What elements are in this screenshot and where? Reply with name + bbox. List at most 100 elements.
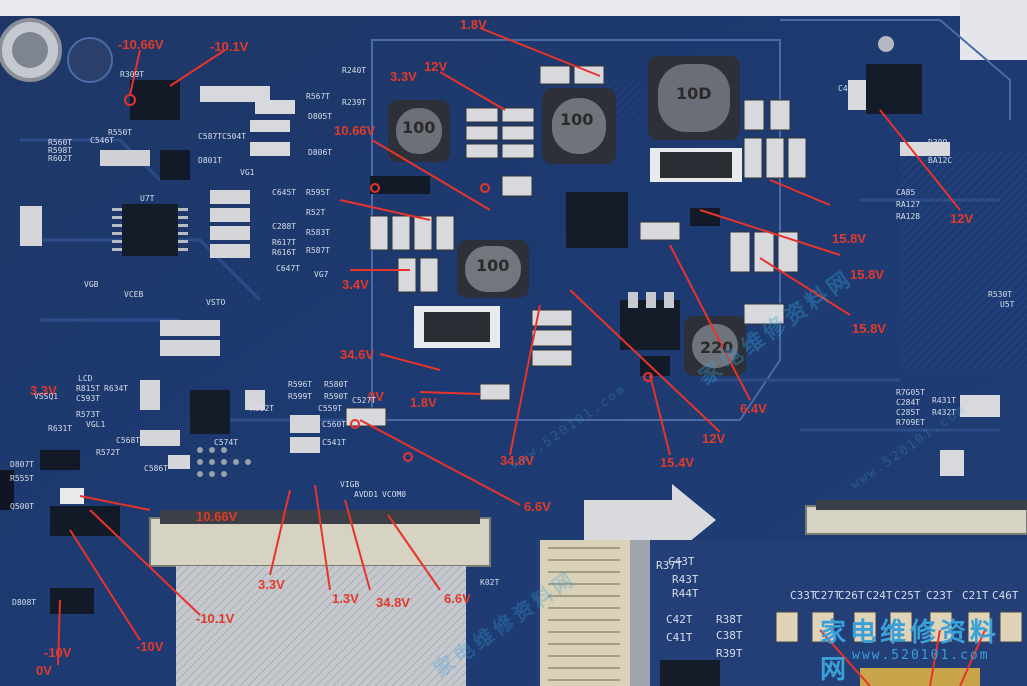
silk-ref: R595T — [306, 188, 331, 197]
silk-ref: C41T — [666, 631, 693, 644]
silk-ref: C21T — [962, 589, 989, 602]
silk-ref: VCOM0 — [382, 490, 407, 499]
inductor-l1-marking: 100 — [402, 118, 436, 137]
silk-ref: C33T — [790, 589, 817, 602]
inductor-l5-marking: 220 — [700, 338, 734, 357]
silk-ref: C541T — [322, 438, 347, 447]
silk-ref: C574T — [214, 438, 239, 447]
silk-ref: C26T — [838, 589, 865, 602]
inductor-l3-marking: 100 — [476, 256, 510, 275]
silk-ref: R37T — [656, 559, 683, 572]
silk-ref: C593T — [76, 394, 101, 403]
silk-ref: R602T — [48, 154, 73, 163]
silk-ref: VG7 — [314, 270, 329, 279]
silk-ref: D805T — [308, 112, 333, 121]
voltage-label-4: 12V — [424, 59, 448, 74]
silk-ref: C284T — [896, 398, 921, 407]
silk-ref: D309 — [928, 138, 948, 147]
inductor-l4-marking: 10D — [676, 84, 712, 103]
silk-ref: C527T — [352, 396, 377, 405]
silk-ref: R583T — [306, 228, 331, 237]
silk-ref: R599T — [288, 392, 313, 401]
silk-ref: VCEB — [124, 290, 144, 299]
voltage-label-3: 1.8V — [460, 17, 487, 32]
silk-ref: C559T — [318, 404, 343, 413]
silk-ref: R550T — [108, 128, 133, 137]
silk-ref: C586T — [144, 464, 169, 473]
silk-ref: LCD — [78, 374, 93, 383]
silk-ref: VG1 — [240, 168, 255, 177]
silk-ref: R587T — [306, 246, 331, 255]
silk-ref: R567T — [306, 92, 331, 101]
silk-ref: C23T — [926, 589, 953, 602]
voltage-label-16: 15.4V — [660, 455, 694, 470]
silk-ref: R617T — [272, 238, 297, 247]
voltage-label-2: -10.1V — [210, 39, 249, 54]
silk-ref: D807T — [10, 460, 35, 469]
voltage-label-19: 1.3V — [332, 591, 359, 606]
silk-ref: R616T — [272, 248, 297, 257]
watermark-brand: 家电维修资料网 — [820, 618, 1001, 685]
silk-ref: C568T — [116, 436, 141, 445]
silk-ref: D806T — [308, 148, 333, 157]
silk-ref: VSTO — [206, 298, 226, 307]
silk-ref: R239T — [342, 98, 367, 107]
inductor-l2-marking: 100 — [560, 110, 594, 129]
voltage-label-29: 3.3V — [390, 69, 417, 84]
silk-ref: U5T — [1000, 300, 1015, 309]
watermark-url: www.520101.com — [852, 648, 990, 663]
silk-ref: R598T — [48, 146, 73, 155]
silk-ref: C546T — [90, 136, 115, 145]
silk-ref: R631T — [48, 424, 73, 433]
silk-ref: BA12C — [928, 156, 953, 165]
silk-ref: VGL1 — [86, 420, 106, 429]
silk-ref: R596T — [288, 380, 313, 389]
voltage-label-14: 6.4V — [740, 401, 767, 416]
silk-ref: C560T — [322, 420, 347, 429]
silk-ref: R43T — [672, 573, 699, 586]
silk-ref: C587T — [198, 132, 223, 141]
voltage-label-6: 3.4V — [342, 277, 369, 292]
silk-ref: R52T — [306, 208, 326, 217]
silk-ref: R572T — [96, 448, 121, 457]
silk-ref: C285T — [896, 408, 921, 417]
voltage-label-23: 3.3V — [30, 383, 57, 398]
silk-ref: U7T — [140, 194, 155, 203]
voltage-label-27: 0V — [368, 389, 384, 404]
voltage-label-11: 34.6V — [340, 347, 374, 362]
silk-ref: C288T — [272, 222, 297, 231]
silk-ref: R560T — [48, 138, 73, 147]
voltage-label-20: 34.8V — [376, 595, 410, 610]
silk-ref: R44T — [672, 587, 699, 600]
silk-ref: C504T — [222, 132, 247, 141]
silk-ref: R573T — [76, 410, 101, 419]
voltage-label-28: -10V — [44, 645, 72, 660]
silk-ref: C42T — [666, 613, 693, 626]
voltage-label-8: 15.8V — [832, 231, 866, 246]
voltage-label-21: 10.66V — [196, 509, 238, 524]
silk-ref: R39T — [716, 647, 743, 660]
silk-ref: R580T — [324, 380, 349, 389]
voltage-label-17: 6.6V — [524, 499, 551, 514]
silk-ref: C25T — [894, 589, 921, 602]
silk-ref: K02T — [480, 578, 500, 587]
silk-ref: C43T — [668, 555, 695, 568]
voltage-label-25: -10V — [136, 639, 164, 654]
voltage-label-12: 1.8V — [410, 395, 437, 410]
silk-ref: R432T — [932, 408, 957, 417]
silk-ref: C40 — [838, 84, 853, 93]
voltage-label-10: 15.8V — [852, 321, 886, 336]
silk-ref: R431T — [932, 396, 957, 405]
silk-ref: R590T — [324, 392, 349, 401]
silk-ref: VIGB — [340, 480, 360, 489]
voltage-label-5: 10.66V — [334, 123, 376, 138]
silk-ref: R7G05T — [896, 388, 925, 397]
silk-ref: C24T — [866, 589, 893, 602]
silk-ref: C27T — [814, 589, 841, 602]
silk-ref: RA128 — [896, 212, 921, 221]
silk-ref: R38T — [716, 613, 743, 626]
silk-ref: R634T — [104, 384, 129, 393]
voltage-label-26: 0V — [36, 663, 52, 678]
silk-ref: Q500T — [10, 502, 35, 511]
